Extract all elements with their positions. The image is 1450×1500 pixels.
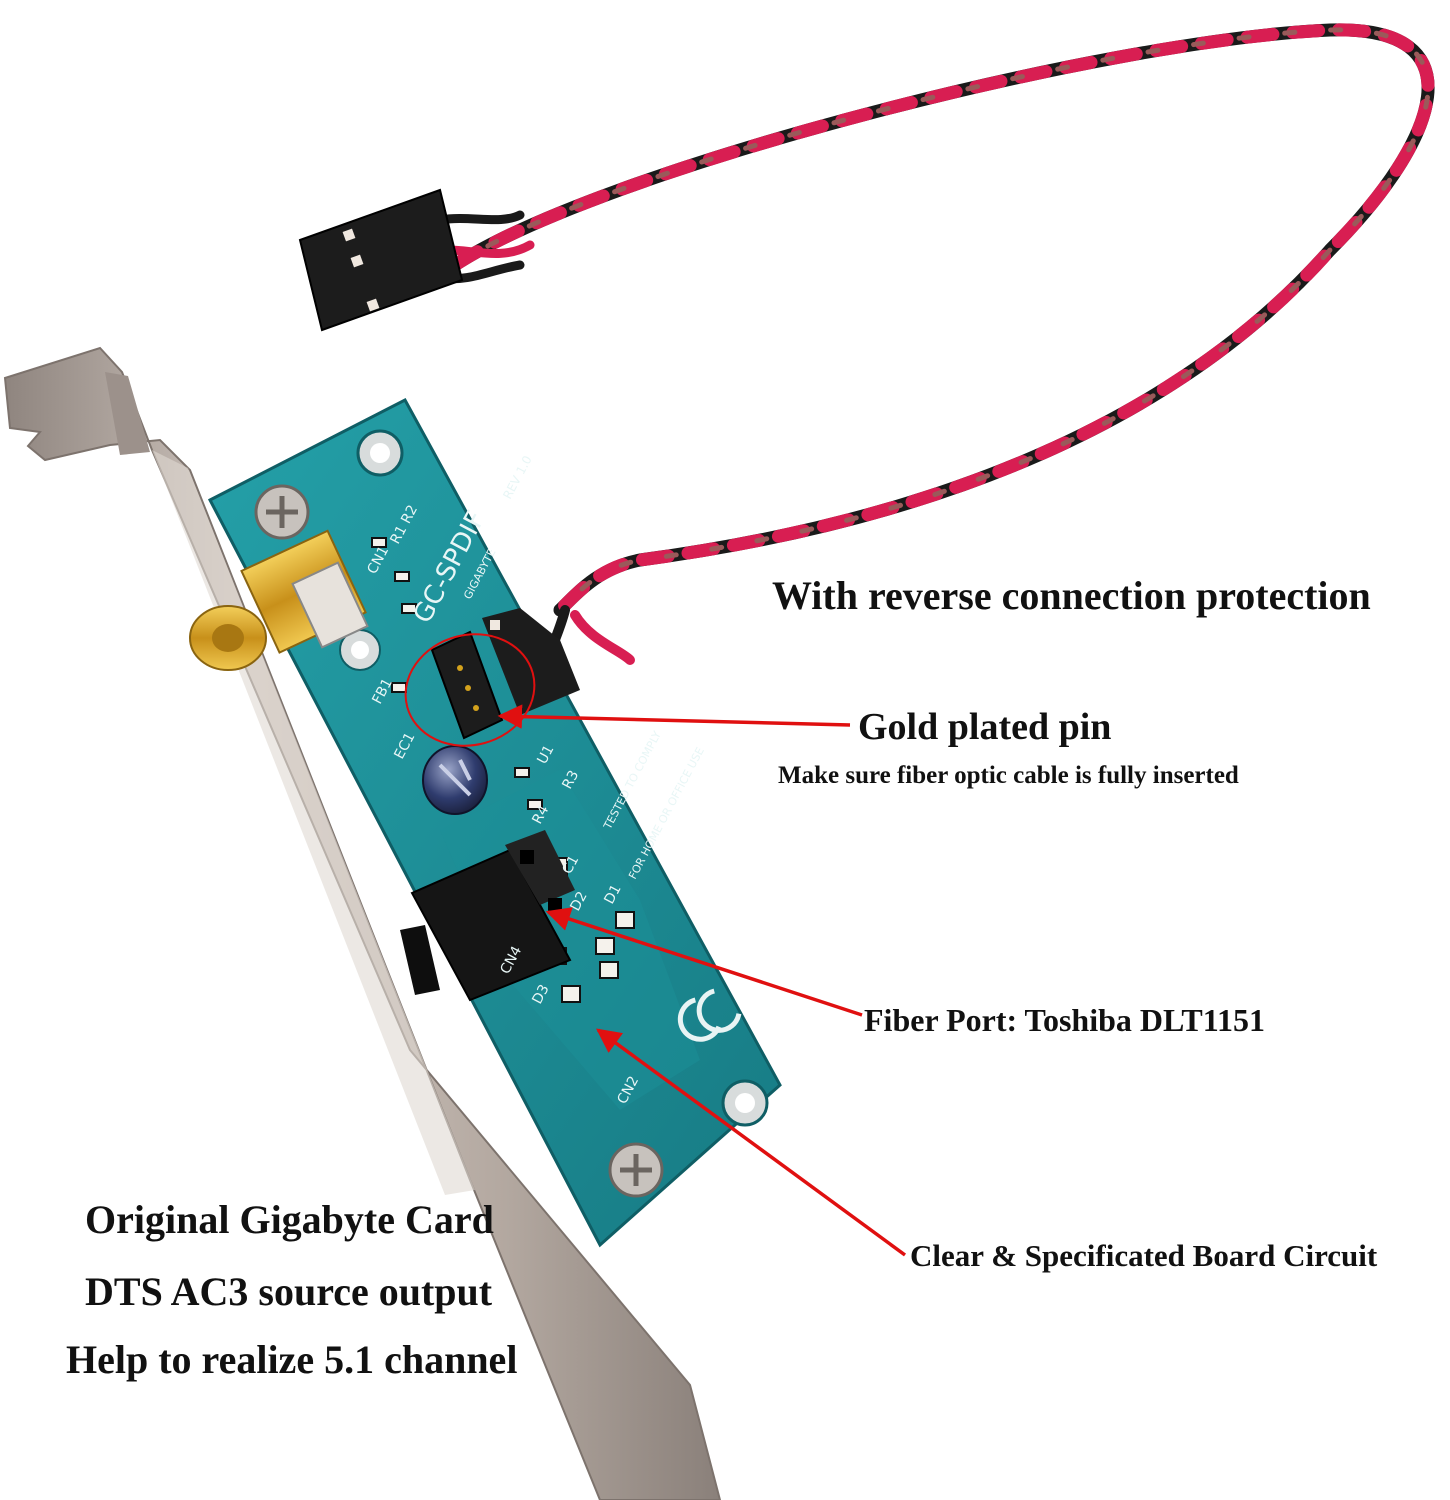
reverse-protection-label: With reverse connection protection: [772, 573, 1371, 618]
coaxial-gold-connector: [189, 529, 369, 671]
gold-plated-pin-header: [430, 608, 580, 740]
svg-text:R3: R3: [559, 768, 582, 792]
callout-arrows: [497, 704, 907, 1257]
ce-mark: [677, 988, 742, 1042]
svg-text:U1: U1: [534, 742, 557, 766]
fiber-optic-port: [400, 830, 575, 1002]
svg-text:REV 1.0: REV 1.0: [500, 453, 534, 501]
arrow-gold-pin: [497, 704, 851, 729]
board-circuit-label: Clear & Specificated Board Circuit: [910, 1238, 1378, 1273]
feature-dts-output: DTS AC3 source output: [85, 1269, 493, 1314]
header-connector-loose: [298, 188, 464, 332]
arrow-fiber-port: [545, 907, 863, 1017]
gold-pin-label: Gold plated pin: [858, 706, 1112, 748]
svg-text:C1: C1: [559, 853, 582, 877]
svg-text:R4: R4: [529, 803, 552, 827]
capacitor-ec1: [422, 745, 488, 815]
pin-highlight-circle: [404, 633, 536, 747]
fiber-cable-note: Make sure fiber optic cable is fully ins…: [778, 762, 1239, 789]
feature-5-1-channel: Help to realize 5.1 channel: [66, 1337, 518, 1382]
spdif-pcb: [207, 397, 782, 1248]
twisted-cable: [435, 23, 1435, 665]
fiber-port-label: Fiber Port: Toshiba DLT1151: [864, 1002, 1265, 1038]
feature-original-card: Original Gigabyte Card: [85, 1197, 494, 1242]
arrow-board-circuit: [596, 1028, 907, 1257]
